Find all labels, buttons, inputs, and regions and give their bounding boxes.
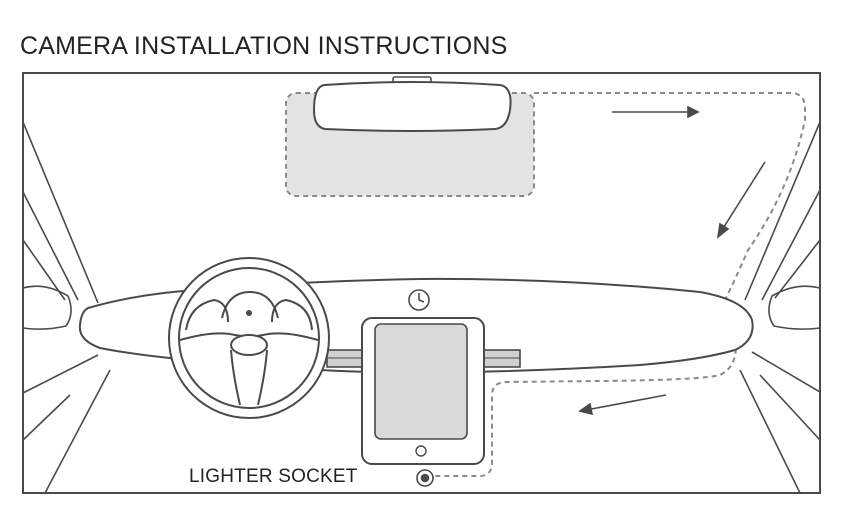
right-a-pillar [739, 121, 821, 494]
windshield-frame [22, 72, 821, 494]
arrow-left-icon [578, 394, 667, 416]
arrow-down-left-icon [716, 161, 766, 239]
rear-view-mirror [312, 81, 512, 132]
console-knob [415, 445, 427, 457]
clock-icon [408, 289, 430, 311]
left-a-pillar [22, 121, 111, 494]
center-screen [374, 323, 468, 440]
lighter-socket-label: LIGHTER SOCKET [189, 466, 358, 487]
arrow-right-icon [612, 105, 700, 119]
steering-wheel [168, 257, 330, 419]
lighter-socket-icon [416, 469, 434, 487]
page-title: CAMERA INSTALLATION INSTRUCTIONS [20, 32, 508, 60]
